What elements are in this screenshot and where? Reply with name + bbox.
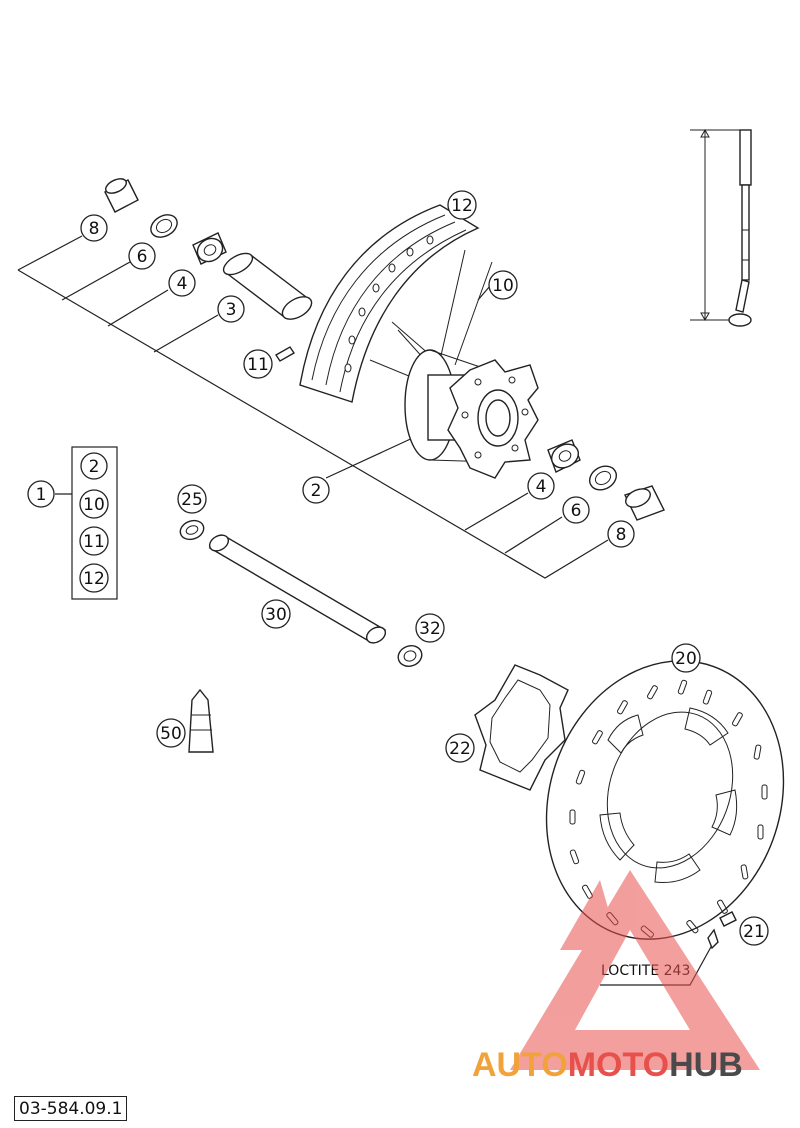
svg-text:11: 11 [83, 532, 105, 552]
callout-11-top: 11 [243, 349, 273, 379]
grease-tube-part [188, 688, 214, 753]
watermark-text: AUTOMOTOHUB [472, 1046, 743, 1084]
brake-disc-part [545, 660, 785, 940]
svg-text:11: 11 [247, 355, 269, 375]
callout-25: 25 [177, 484, 207, 514]
group-callout-11: 11 [79, 526, 109, 556]
callout-4-left: 4 [168, 269, 196, 297]
svg-text:4: 4 [536, 477, 547, 497]
svg-text:12: 12 [83, 569, 105, 589]
svg-text:1: 1 [36, 485, 47, 505]
disc-screw-part [707, 911, 737, 950]
seal-ring-part-right [588, 465, 618, 491]
svg-text:8: 8 [89, 219, 100, 239]
callout-2: 2 [302, 476, 330, 504]
callout-21: 21 [739, 916, 769, 946]
callout-3: 3 [217, 295, 245, 323]
seal-ring-part-left [150, 214, 178, 238]
wheel-hub-part [404, 349, 539, 479]
svg-text:12: 12 [451, 196, 473, 216]
svg-text:10: 10 [83, 495, 105, 515]
seal-part-32 [397, 645, 423, 667]
spacer-part-right [624, 485, 665, 521]
svg-text:6: 6 [137, 247, 148, 267]
callout-30: 30 [261, 599, 291, 629]
svg-text:50: 50 [160, 724, 182, 744]
svg-text:2: 2 [311, 481, 322, 501]
group-callout-2: 2 [80, 452, 108, 480]
svg-text:4: 4 [177, 274, 188, 294]
group-callout-10: 10 [79, 489, 109, 519]
callout-6-right: 6 [562, 496, 590, 524]
callout-4-right: 4 [527, 472, 555, 500]
assembly-group-box [71, 446, 118, 600]
callout-8-left: 8 [80, 214, 108, 242]
leader-lines [17, 211, 713, 986]
spoke-part [690, 128, 752, 327]
callout-22: 22 [445, 733, 475, 763]
watermark-triangle-logo [510, 870, 760, 1070]
nipple-part [275, 346, 295, 362]
callout-50: 50 [156, 718, 186, 748]
svg-text:10: 10 [492, 276, 514, 296]
seal-part-25 [179, 519, 205, 541]
callout-10-top: 10 [488, 270, 518, 300]
svg-text:21: 21 [743, 922, 765, 942]
callout-6-left: 6 [128, 242, 156, 270]
axle-part [208, 534, 387, 644]
svg-text:2: 2 [89, 457, 100, 477]
callout-12-top: 12 [447, 190, 477, 220]
svg-text:20: 20 [675, 649, 697, 669]
svg-text:8: 8 [616, 525, 627, 545]
bearing-part-right [547, 439, 581, 473]
watermark: AUTOMOTOHUB [472, 870, 760, 1084]
spacer-tube-part [222, 252, 313, 320]
svg-text:32: 32 [419, 619, 441, 639]
callout-32: 32 [415, 613, 445, 643]
svg-text:25: 25 [181, 490, 203, 510]
spacer-plate-part [474, 664, 569, 791]
wheel-rim-part [299, 204, 480, 403]
callout-8-right: 8 [607, 520, 635, 548]
document-number: 03-584.09.1 [14, 1096, 128, 1121]
bearing-part-left [192, 232, 227, 265]
spacer-part-left [104, 178, 139, 213]
group-callout-12: 12 [79, 563, 109, 593]
svg-text:22: 22 [449, 739, 471, 759]
callout-20: 20 [671, 643, 701, 673]
callout-1: 1 [27, 480, 55, 508]
svg-text:6: 6 [571, 501, 582, 521]
svg-text:30: 30 [265, 605, 287, 625]
svg-text:3: 3 [226, 300, 237, 320]
